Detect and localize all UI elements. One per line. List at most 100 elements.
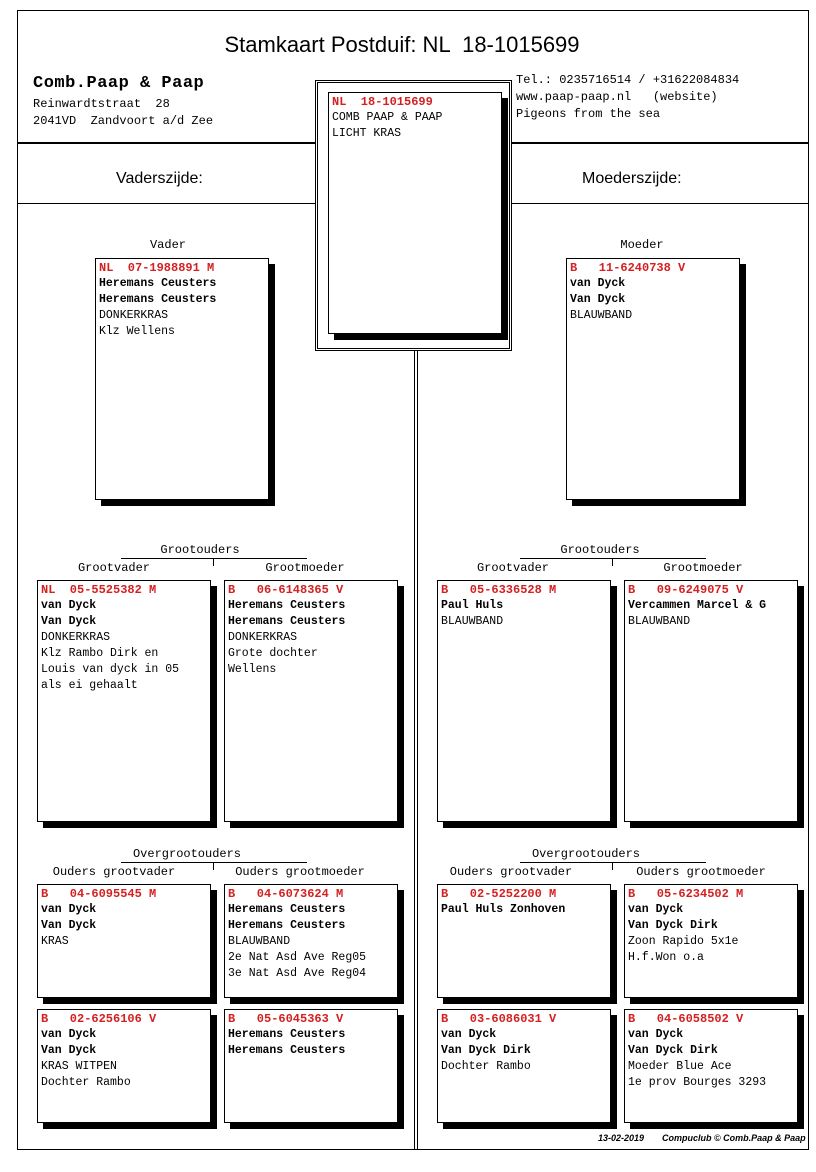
label-ouders-grootvader-right: Ouders grootvader (449, 865, 573, 879)
ring-number: B 05-6336528 M (441, 583, 557, 597)
label-ouders-grootmoeder-right: Ouders grootmoeder (636, 865, 766, 879)
ring-number: B 02-6256106 V (41, 1012, 157, 1026)
label-grootmoeder-left: Grootmoeder (265, 561, 345, 575)
page-title: Stamkaart Postduif: NL 18-1015699 (224, 32, 580, 57)
card-line: Paul Huls (441, 599, 504, 612)
footer-credit: Compuclub © Comb.Paap & Paap (662, 1133, 806, 1143)
label-grootouders-left: Grootouders (160, 543, 240, 557)
card-line: Paul Huls Zonhoven (441, 903, 566, 916)
card-line: Van Dyck (41, 1044, 97, 1057)
label-grootvader-right: Grootvader (476, 561, 549, 575)
label-ouders-grootvader-left: Ouders grootvader (52, 865, 176, 879)
card-line: 3e Nat Asd Ave Reg04 (228, 967, 367, 980)
label-moeder: Moeder (620, 238, 664, 252)
card-line: Van Dyck (41, 615, 97, 628)
card-line: H.f.Won o.a (628, 951, 704, 964)
card-line: LICHT KRAS (332, 127, 402, 140)
father-side-title: Vaderszijde: (116, 170, 203, 187)
card-line: Heremans Ceusters (228, 919, 346, 932)
card-line: Heremans Ceusters (228, 903, 346, 916)
card-line: Heremans Ceusters (99, 277, 217, 290)
card-line: DONKERKRAS (41, 631, 111, 644)
card-line: Moeder Blue Ace (628, 1060, 732, 1073)
bracket-tick (612, 558, 613, 566)
card-line: Van Dyck Dirk (628, 919, 718, 932)
side-divider (417, 204, 418, 1150)
ring-number: B 11-6240738 V (570, 261, 686, 275)
label-vader: Vader (149, 238, 186, 252)
pedigree-card[interactable]: B 02-5252200 M Paul Huls Zonhoven (437, 884, 611, 998)
card-line: Klz Wellens (99, 325, 175, 338)
contact-phone: Tel.: 0235716514 / +31622084834 (516, 73, 740, 87)
ring-number: NL 05-5525382 M (41, 583, 157, 597)
breeder-address-street: Reinwardtstraat 28 (33, 97, 170, 111)
bracket-line (520, 862, 706, 863)
card-line: BLAUWBAND (628, 615, 691, 628)
card-line: Heremans Ceusters (228, 599, 346, 612)
card-line: Heremans Ceusters (228, 615, 346, 628)
card-line: KRAS WITPEN (41, 1060, 117, 1073)
ring-number: B 04-6073624 M (228, 887, 344, 901)
card-line: Louis van dyck in 05 (41, 663, 180, 676)
ring-number: B 02-5252200 M (441, 887, 557, 901)
label-grootouders-right: Grootouders (560, 543, 640, 557)
card-line: Zoon Rapido 5x1e (628, 935, 739, 948)
side-divider-left-frame (414, 350, 415, 1150)
card-line: van Dyck (441, 1028, 497, 1041)
card-line: Heremans Ceusters (228, 1028, 346, 1041)
footer-date: 13-02-2019 (598, 1133, 645, 1143)
breeder-name: Comb.Paap & Paap (33, 74, 205, 93)
card-line: Van Dyck Dirk (441, 1044, 531, 1057)
contact-website: www.paap-paap.nl (website) (516, 90, 718, 104)
main-pigeon-card[interactable]: NL 18-1015699 COMB PAAP & PAAP LICHT KRA… (328, 92, 502, 334)
card-line: Dochter Rambo (41, 1076, 131, 1089)
contact-slogan: Pigeons from the sea (516, 107, 661, 121)
card-line: Wellens (228, 663, 277, 676)
ring-number: B 04-6095545 M (41, 887, 157, 901)
card-line: DONKERKRAS (99, 309, 169, 322)
card-line: van Dyck (41, 1028, 97, 1041)
label-grootvader-left: Grootvader (77, 561, 150, 575)
card-line: van Dyck (628, 903, 684, 916)
card-line: van Dyck (41, 599, 97, 612)
ring-number: B 03-6086031 V (441, 1012, 557, 1026)
label-overgrootouders-left: Overgrootouders (132, 847, 242, 861)
card-line: KRAS (41, 935, 69, 948)
card-line: Klz Rambo Dirk en (41, 647, 159, 660)
card-line: 2e Nat Asd Ave Reg05 (228, 951, 367, 964)
card-line: BLAUWBAND (441, 615, 504, 628)
label-overgrootouders-right: Overgrootouders (531, 847, 641, 861)
card-line: van Dyck (628, 1028, 684, 1041)
breeder-address-city: 2041VD Zandvoort a/d Zee (33, 114, 214, 128)
bracket-tick (612, 862, 613, 870)
card-line: COMB PAAP & PAAP (332, 111, 443, 124)
pedigree-card[interactable]: B 09-6249075 V Vercammen Marcel & G BLAUWB… (624, 580, 798, 822)
ring-number: B 04-6058502 V (628, 1012, 744, 1026)
card-line: Van Dyck (570, 293, 626, 306)
card-line: van Dyck (41, 903, 97, 916)
card-line: BLAUWBAND (570, 309, 633, 322)
card-line: als ei gehaalt (41, 679, 138, 692)
bracket-line (121, 558, 307, 559)
bracket-line (121, 862, 307, 863)
card-line: Heremans Ceusters (228, 1044, 346, 1057)
bracket-tick (213, 558, 214, 566)
card-line: Heremans Ceusters (99, 293, 217, 306)
bracket-tick (213, 862, 214, 870)
card-line: Grote dochter (228, 647, 318, 660)
card-line: Vercammen Marcel & G (628, 599, 767, 612)
label-ouders-grootmoeder-left: Ouders grootmoeder (235, 865, 365, 879)
ring-number: B 09-6249075 V (628, 583, 744, 597)
